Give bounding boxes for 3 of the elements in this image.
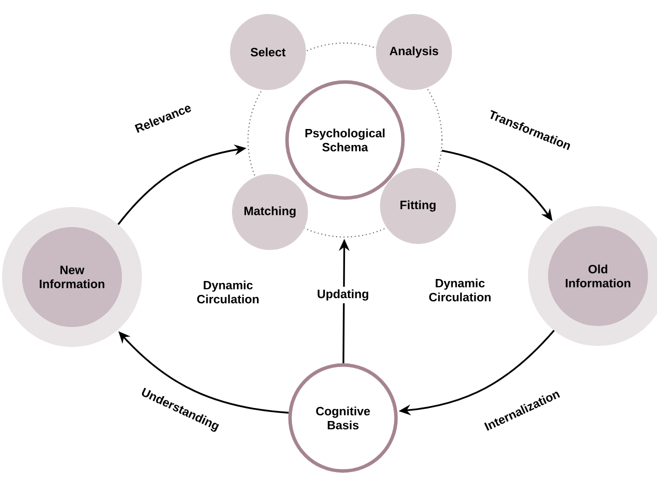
- note-label: Dynamic Circulation: [429, 278, 491, 302]
- edge-label: Updating: [314, 286, 372, 304]
- note-label: Dynamic Circulation: [197, 280, 259, 304]
